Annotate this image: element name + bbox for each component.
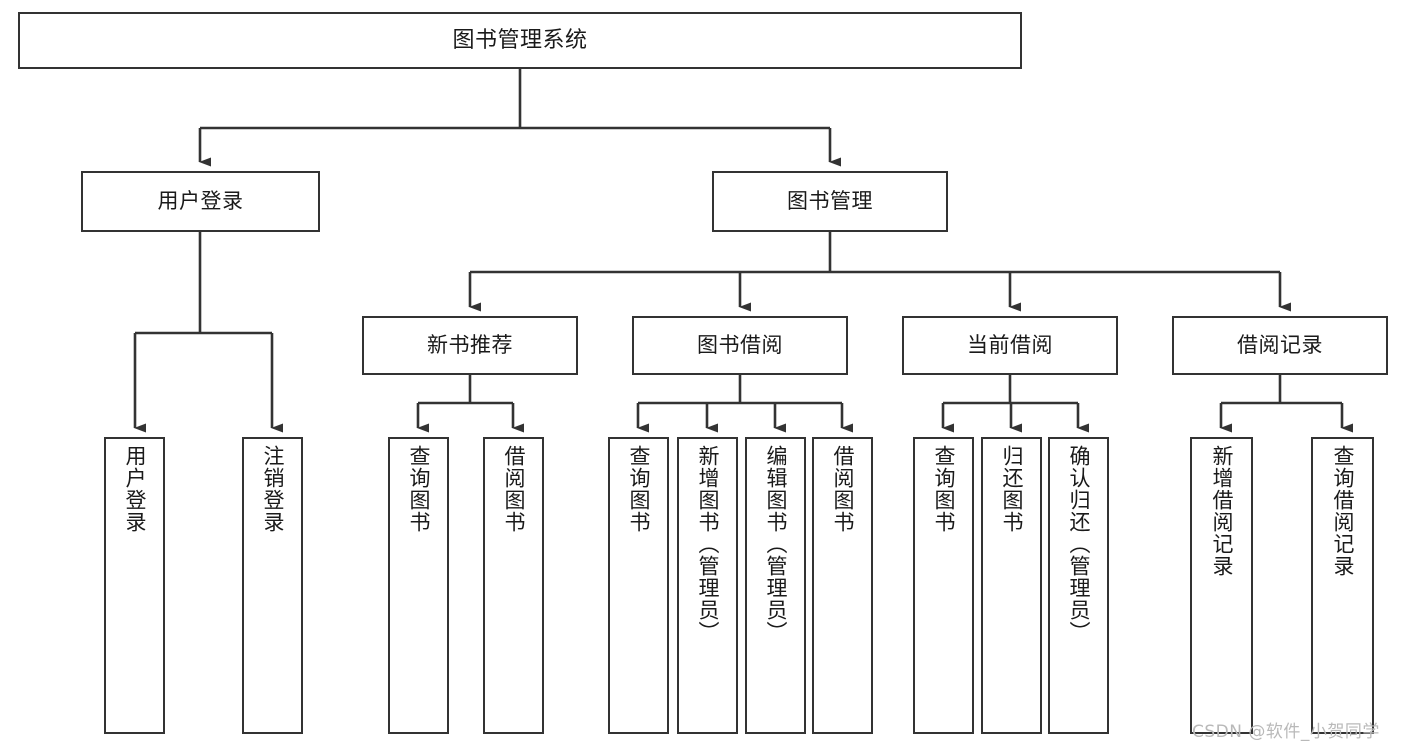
leaf-return-book[interactable]: 归还图书	[981, 437, 1042, 734]
leaf-add-borrow-record[interactable]: 新增借阅记录	[1190, 437, 1253, 734]
node-root-label: 图书管理系统	[452, 27, 588, 53]
leaf-query-book-borrow[interactable]: 查询图书	[608, 437, 669, 734]
leaf-query-borrow-record-label: 查询借阅记录	[1331, 445, 1355, 577]
node-user-login-label: 用户登录	[157, 189, 244, 214]
leaf-query-book-recommend-label: 查询图书	[407, 445, 431, 533]
node-book-management[interactable]: 图书管理	[712, 171, 948, 232]
leaf-add-book-admin[interactable]: 新增图书（管理员）	[677, 437, 738, 734]
leaf-return-book-label: 归还图书	[1000, 445, 1024, 533]
leaf-borrow-book-borrow-label: 借阅图书	[831, 445, 855, 533]
leaf-borrow-book-recommend[interactable]: 借阅图书	[483, 437, 544, 734]
node-borrow-record[interactable]: 借阅记录	[1172, 316, 1388, 375]
csdn-watermark: CSDN @软件_小贺同学	[1192, 722, 1380, 742]
leaf-edit-book-admin[interactable]: 编辑图书（管理员）	[745, 437, 806, 734]
leaf-query-book-current[interactable]: 查询图书	[913, 437, 974, 734]
node-current-borrow[interactable]: 当前借阅	[902, 316, 1118, 375]
leaf-user-login-label: 用户登录	[123, 445, 147, 533]
node-book-management-label: 图书管理	[787, 189, 873, 214]
leaf-user-login[interactable]: 用户登录	[104, 437, 165, 734]
leaf-confirm-return-admin[interactable]: 确认归还（管理员）	[1048, 437, 1109, 734]
leaf-confirm-return-admin-label: 确认归还（管理员）	[1067, 445, 1091, 643]
leaf-query-book-borrow-label: 查询图书	[627, 445, 651, 533]
leaf-query-borrow-record[interactable]: 查询借阅记录	[1311, 437, 1374, 734]
leaf-query-book-recommend[interactable]: 查询图书	[388, 437, 449, 734]
leaf-add-book-admin-label: 新增图书（管理员）	[696, 445, 720, 643]
leaf-borrow-book-borrow[interactable]: 借阅图书	[812, 437, 873, 734]
node-book-borrow[interactable]: 图书借阅	[632, 316, 848, 375]
node-book-borrow-label: 图书借阅	[697, 333, 783, 358]
node-root-library-management-system[interactable]: 图书管理系统	[18, 12, 1022, 69]
node-new-book-recommend[interactable]: 新书推荐	[362, 316, 578, 375]
leaf-logout-label: 注销登录	[261, 445, 285, 533]
leaf-logout[interactable]: 注销登录	[242, 437, 303, 734]
leaf-add-borrow-record-label: 新增借阅记录	[1210, 445, 1234, 577]
leaf-borrow-book-recommend-label: 借阅图书	[502, 445, 526, 533]
leaf-query-book-current-label: 查询图书	[932, 445, 956, 533]
node-new-book-recommend-label: 新书推荐	[427, 333, 513, 358]
node-current-borrow-label: 当前借阅	[967, 333, 1053, 358]
leaf-edit-book-admin-label: 编辑图书（管理员）	[764, 445, 788, 643]
node-user-login[interactable]: 用户登录	[81, 171, 320, 232]
node-borrow-record-label: 借阅记录	[1237, 333, 1323, 358]
